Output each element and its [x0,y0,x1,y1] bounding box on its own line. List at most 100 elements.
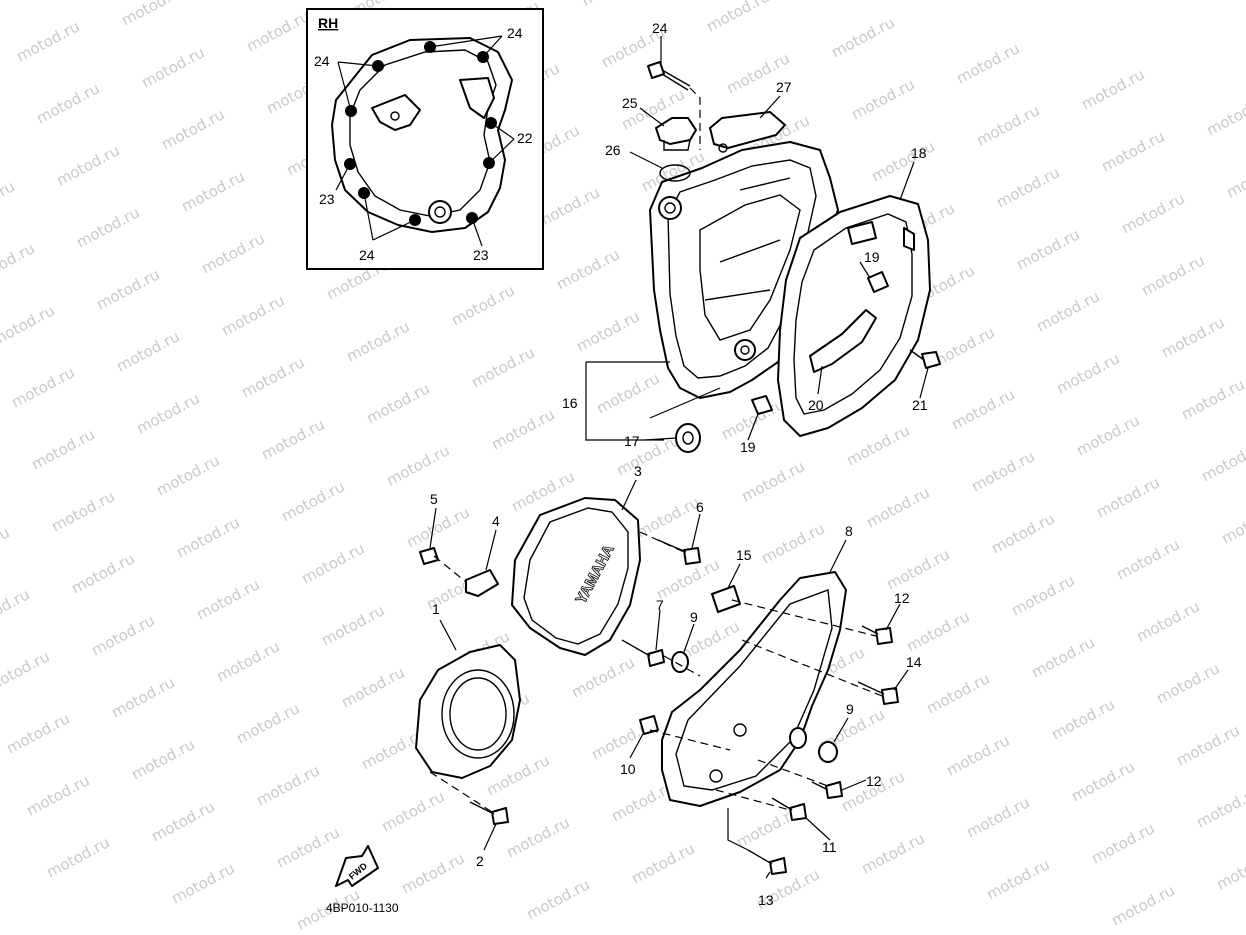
watermark-text: motod.ru [0,177,18,225]
inset-title: RH [318,15,338,31]
watermark-text: motod.ru [148,797,217,845]
inset-boss-inner [434,206,446,218]
callout-25: 25 [622,95,638,111]
watermark-text: motod.ru [318,601,387,649]
watermark-text: motod.ru [3,709,72,757]
watermark-text: motod.ru [1068,757,1137,805]
callout-18: 18 [911,145,927,161]
watermark-text: motod.ru [573,307,642,355]
watermark-text: motod.ru [278,477,347,525]
watermark-text: motod.ru [0,585,33,633]
watermark-text: motod.ru [1158,313,1227,361]
watermark-text: motod.ru [153,451,222,499]
watermark-text: motod.ru [628,839,697,887]
watermark-text: motod.ru [0,0,63,4]
watermark-text: motod.ru [568,653,637,701]
bolt-7 [621,639,665,667]
callout-1: 1 [432,601,440,617]
collar-9-right [818,741,838,763]
diagram-code: 4BP010-1130 [326,901,399,915]
watermark-text: motod.ru [963,793,1032,841]
watermark-text: motod.ru [923,669,992,717]
generator-cover-3: YAMAHA [511,497,641,656]
callout-9-left: 9 [690,609,698,625]
clamp-4 [465,569,499,597]
inset-window [459,77,495,119]
callout-9-right: 9 [846,701,854,717]
watermark-text: motod.ru [858,829,927,877]
watermark-text: motod.ru [298,539,367,587]
watermark-text: motod.ru [383,441,452,489]
bolt-6 [657,539,701,565]
watermark-text: motod.ru [1008,571,1077,619]
watermark-text: motod.ru [273,823,342,871]
watermark-text: motod.ru [1173,721,1242,769]
inset-label-23-right: 23 [473,247,489,263]
watermark-text: motod.ru [848,75,917,123]
watermark-text: motod.ru [973,101,1042,149]
watermark-text: motod.ru [253,761,322,809]
watermark-text: motod.ru [193,575,262,623]
watermark-text: motod.ru [1138,251,1207,299]
watermark-text: motod.ru [988,509,1057,557]
watermark-text: motod.ru [758,519,827,567]
watermark-text: motod.ru [593,369,662,417]
watermark-text: motod.ru [1013,225,1082,273]
watermark-text: motod.ru [0,523,13,571]
watermark-text: motod.ru [1098,127,1167,175]
watermark-text: motod.ru [968,447,1037,495]
watermark-text: motod.ru [363,379,432,427]
watermark-text: motod.ru [1088,819,1157,867]
watermark-text: motod.ru [868,137,937,185]
bolt-13 [747,849,787,875]
watermark-text: motod.ru [343,317,412,365]
watermark-text: motod.ru [943,731,1012,779]
watermark-text: motod.ru [258,415,327,463]
watermark-text: motod.ru [173,513,242,561]
callout-4: 4 [492,513,500,529]
bolt-21 [909,349,941,369]
callout-12-lower: 12 [866,773,882,789]
bolt-14 [857,681,899,705]
watermark-text: motod.ru [738,457,807,505]
watermark-text: motod.ru [863,483,932,531]
watermark-text: motod.ru [88,611,157,659]
watermark-text: motod.ru [468,343,537,391]
watermark-text: motod.ru [118,0,187,30]
dowel-10 [639,715,659,735]
callout-27: 27 [776,79,792,95]
watermark-text: motod.ru [23,771,92,819]
inset-label-24-left: 24 [314,53,330,69]
rh-inset: RH 24 24 22 23 [306,8,544,270]
watermark-text: motod.ru [903,607,972,655]
inset-label-24-top: 24 [507,25,523,41]
callout-2: 2 [476,853,484,869]
bolt-24 [647,61,691,91]
watermark-text: motod.ru [133,389,202,437]
inset-leaders [335,35,515,247]
fwd-arrow-icon: FWD [335,845,379,887]
watermark-text: motod.ru [233,699,302,747]
watermark-text: motod.ru [1113,535,1182,583]
watermark-text: motod.ru [1193,783,1246,831]
callout-19-lower: 19 [740,439,756,455]
callout-16: 16 [562,395,578,411]
o-ring-26 [659,164,691,182]
watermark-text: motod.ru [523,875,592,923]
callout-15: 15 [736,547,752,563]
callout-17: 17 [624,433,640,449]
watermark-text: motod.ru [1213,845,1246,893]
watermark-text: motod.ru [158,105,227,153]
callout-leaders [429,36,929,879]
callout-13: 13 [758,892,774,908]
callout-12-upper: 12 [894,590,910,606]
watermark-text: motod.ru [73,203,142,251]
watermark-text: motod.ru [1093,473,1162,521]
watermark-text: motod.ru [113,327,182,375]
callout-10: 10 [620,761,636,777]
gasket-strip-20 [809,309,877,373]
callout-24: 24 [652,20,668,36]
watermark-text: motod.ru [338,663,407,711]
callout-11: 11 [822,839,837,855]
